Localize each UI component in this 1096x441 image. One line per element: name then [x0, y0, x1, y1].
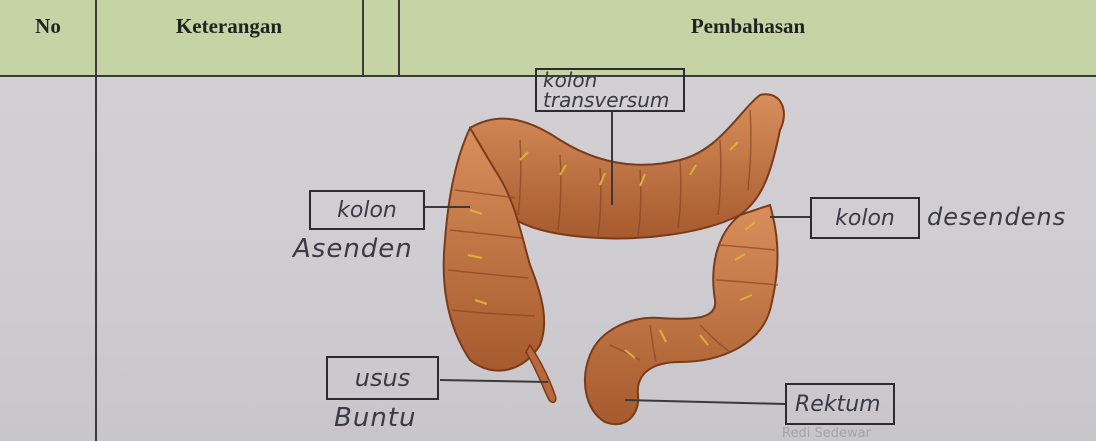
label-buntu-text: Buntu — [334, 403, 416, 433]
pointer-usus-buntu — [440, 380, 548, 382]
pointer-rektum — [625, 400, 785, 404]
label-kolon-asenden: kolon — [309, 190, 425, 230]
label-asenden-text: Asenden — [293, 234, 413, 264]
label-kolon-transversum-line1: kolon — [543, 70, 597, 90]
appendix-shape — [526, 345, 556, 402]
label-desendens-text: desendens — [927, 203, 1066, 231]
label-kolon-transversum: kolon transversum — [535, 68, 685, 112]
label-rektum: Rektum — [785, 383, 895, 425]
label-kolon-transversum-line2: transversum — [543, 90, 669, 110]
label-kolon-desendens: kolon — [810, 197, 920, 239]
label-usus-buntu: usus — [326, 356, 439, 400]
watermark: Redi Sedewar — [782, 426, 871, 441]
